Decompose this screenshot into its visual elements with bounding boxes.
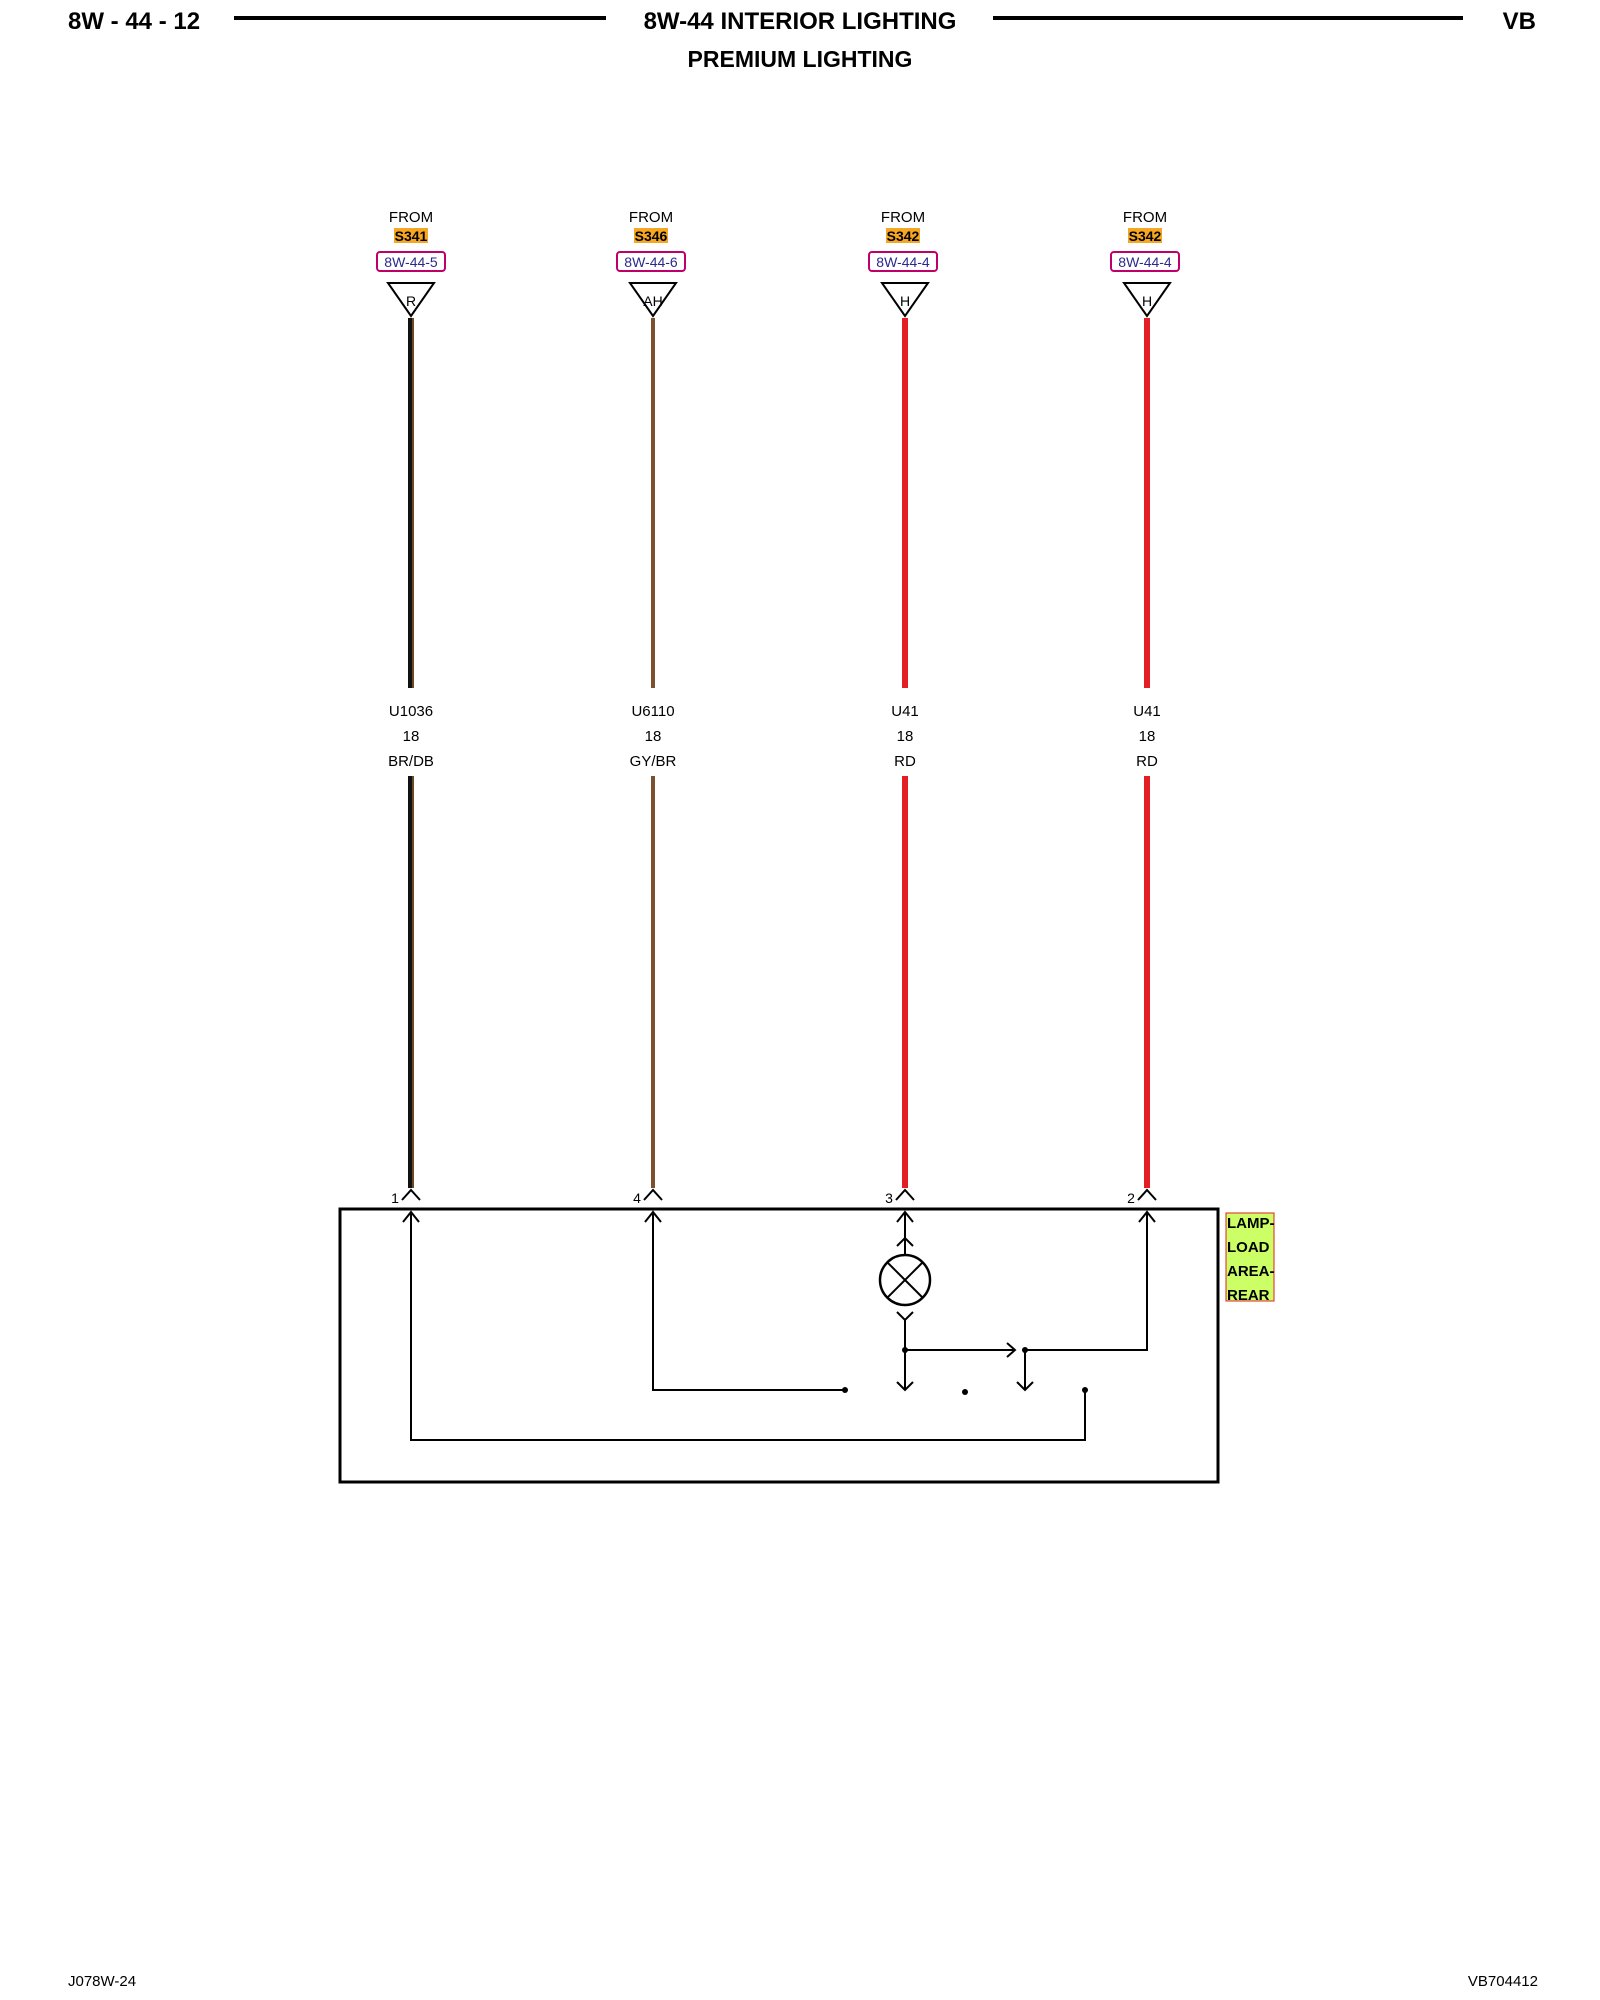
pin-arrow [643,1188,663,1201]
header-rule-right [993,16,1463,20]
internal-arrow-pin2 [1138,1210,1156,1223]
connector-label: R [406,293,416,309]
junction-dot [1022,1347,1028,1353]
page-reference-label: 8W-44-6 [624,254,678,270]
splice-highlight [1128,228,1162,243]
internal-arrow-pin1 [402,1210,420,1223]
connector-triangle [1122,282,1172,318]
circuit-id: U6110 [631,703,674,720]
internal-arrow-lamp [896,1311,914,1322]
internal-arrow-pin3 [896,1236,914,1247]
splice-label: S341 [395,228,428,244]
splice-label: S346 [635,228,668,244]
connector-triangle [628,282,678,318]
connector-triangle [386,282,436,318]
header-rule-left [234,16,606,20]
internal-arrow-pin4 [644,1210,662,1223]
page-code: VB [1502,8,1536,35]
page-reference-box [868,251,938,272]
pin-arrow [1137,1188,1157,1201]
wire-color-code: GY/BR [630,753,677,770]
page-reference-box [1110,251,1180,272]
pin-number: 2 [1127,1190,1135,1206]
wire-gauge: 18 [645,728,662,745]
connector-triangle [880,282,930,318]
component-label-line: REAR [1227,1287,1270,1304]
pin-arrow [401,1188,421,1201]
circuit-id: U41 [1133,703,1161,720]
page-reference-box [376,251,446,272]
circuit-id: U1036 [389,703,433,720]
component-label-line: AREA- [1227,1263,1275,1280]
splice-label: S342 [887,228,920,244]
wire-gauge: 18 [403,728,420,745]
from-label: FROM [881,209,925,226]
splice-highlight [634,228,668,243]
wire-color-code: RD [1136,753,1158,770]
from-label: FROM [629,209,673,226]
connector-label: H [900,293,910,309]
footer-right-code: VB704412 [1467,1973,1538,1990]
page-reference-label: 8W-44-4 [1118,254,1172,270]
internal-arrow-branch [1006,1342,1017,1358]
component-label-line: LAMP- [1227,1215,1275,1232]
connector-label: AH [643,293,662,309]
from-label: FROM [1123,209,1167,226]
pin-number: 4 [633,1190,641,1206]
component-label-bg [1225,1212,1275,1302]
component-box [338,1207,1220,1484]
splice-highlight [886,228,920,243]
switch-contact [842,1387,848,1393]
page-reference-box [616,251,686,272]
internal-wire-pin1 [410,1214,1086,1441]
switch-contact [962,1389,968,1395]
splice-highlight [394,228,428,243]
internal-wire-pin4 [652,1214,845,1391]
internal-arrow-pin3 [896,1210,914,1223]
pin-number: 3 [885,1190,893,1206]
switch-contact [1082,1387,1088,1393]
from-label: FROM [389,209,433,226]
wire-gauge: 18 [897,728,914,745]
page-title: 8W-44 INTERIOR LIGHTING [643,8,957,35]
splice-label: S342 [1129,228,1162,244]
page-reference-label: 8W-44-5 [384,254,438,270]
internal-wire-pin2 [1024,1212,1148,1390]
component-label-line: LOAD [1227,1239,1270,1256]
connector-label: H [1142,293,1152,309]
page-reference-label: 8W-44-4 [876,254,930,270]
wire-color-code: BR/DB [388,753,434,770]
wire-gauge: 18 [1139,728,1156,745]
pin-arrow [895,1188,915,1201]
footer-left-code: J078W-24 [68,1973,137,1990]
page-subtitle: PREMIUM LIGHTING [687,46,913,72]
pin-number: 1 [391,1190,399,1206]
page-number: 8W - 44 - 12 [68,8,201,35]
internal-arrow-pin2 [1016,1381,1034,1392]
lamp-bulb-icon [886,1261,924,1299]
internal-arrow-lamp [896,1381,914,1392]
wire-color-code: RD [894,753,916,770]
circuit-id: U41 [891,703,919,720]
